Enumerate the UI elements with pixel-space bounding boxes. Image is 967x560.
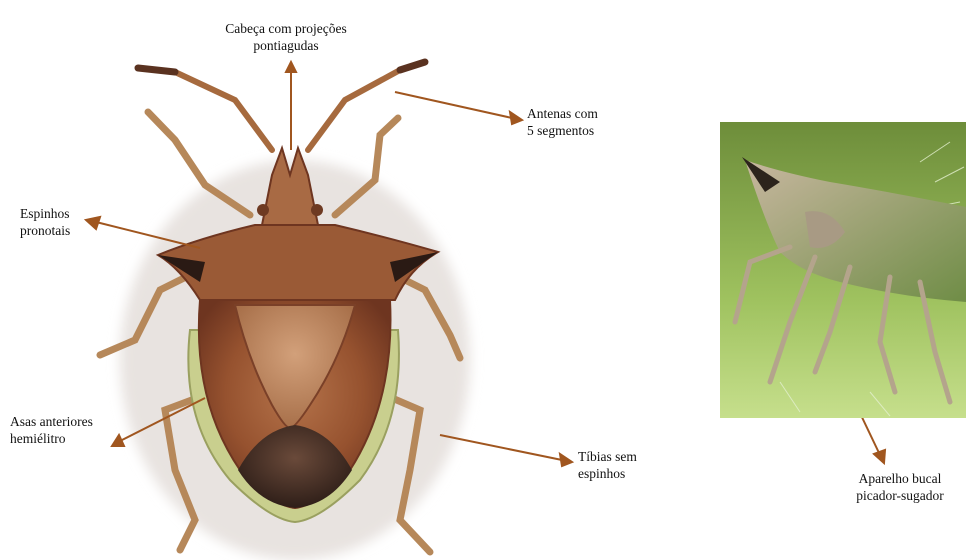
label-mouthparts-line-2: picador-sugador: [830, 487, 967, 504]
label-wings-line-2: hemiélitro: [10, 430, 93, 447]
label-antennae-line-2: 5 segmentos: [527, 122, 598, 139]
left-eye: [257, 204, 269, 216]
insect-head: [262, 148, 318, 225]
label-spines: Espinhos pronotais: [20, 205, 70, 239]
label-antennae-line-1: Antenas com: [527, 105, 598, 122]
label-spines-line-2: pronotais: [20, 222, 70, 239]
label-head: Cabeça com projeções pontiagudas: [186, 20, 386, 54]
label-spines-line-1: Espinhos: [20, 205, 70, 222]
label-head-line-2: pontiagudas: [186, 37, 386, 54]
label-mouthparts-line-1: Aparelho bucal: [830, 470, 967, 487]
label-antennae: Antenas com 5 segmentos: [527, 105, 598, 139]
label-tibia-line-1: Tíbias sem: [578, 448, 637, 465]
right-eye: [311, 204, 323, 216]
side-photo: [720, 122, 966, 418]
label-mouthparts: Aparelho bucal picador-sugador: [830, 470, 967, 504]
label-tibia: Tíbias sem espinhos: [578, 448, 637, 482]
label-wings-line-1: Asas anteriores: [10, 413, 93, 430]
label-tibia-line-2: espinhos: [578, 465, 637, 482]
label-wings: Asas anteriores hemiélitro: [10, 413, 93, 447]
label-head-line-1: Cabeça com projeções: [186, 20, 386, 37]
